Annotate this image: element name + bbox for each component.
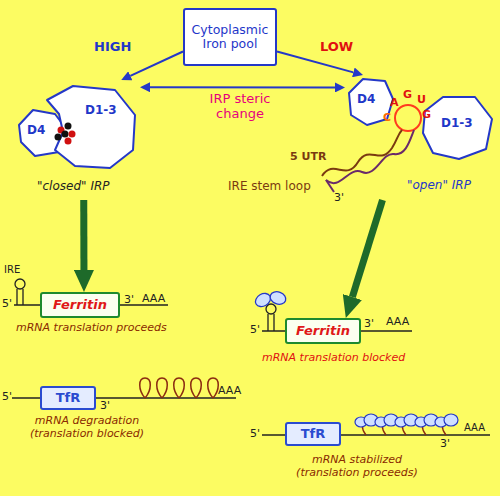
arrow — [130, 52, 183, 76]
protein-domain — [349, 79, 393, 125]
edge-label: HIGH — [94, 40, 131, 55]
ire-stem-strand — [322, 130, 402, 176]
ire-hairpin — [266, 304, 276, 314]
iron-cluster — [62, 131, 69, 138]
nucleotide: G — [422, 109, 431, 122]
node-text: "closed" IRP — [37, 180, 110, 194]
node-text: D1-3 — [441, 117, 473, 131]
double-arrow — [150, 86, 335, 88]
protein-domain — [423, 97, 492, 159]
ire-hairpin — [15, 279, 25, 289]
iron-cluster — [55, 134, 62, 141]
arrow — [277, 52, 353, 73]
bound-irp — [268, 290, 287, 307]
ire-tail — [326, 180, 334, 192]
iron-cluster — [65, 123, 72, 130]
gene-box: TfR — [40, 386, 96, 410]
node-text: D4 — [357, 93, 375, 107]
bound-irp — [444, 414, 458, 426]
closed-irp: D4 D1-3 "closed" IRP — [15, 80, 140, 200]
node-text: D1-3 — [85, 104, 117, 118]
nucleotide: A — [390, 97, 399, 110]
gene-box: Ferritin — [285, 318, 361, 344]
iron-cluster — [69, 131, 76, 138]
poly-a-tail: AAA — [142, 293, 165, 306]
ire-hairpin — [191, 378, 202, 398]
node-text: "open" IRP — [407, 179, 471, 193]
edge-label: IRP steric change — [185, 92, 295, 122]
gene-box: TfR — [285, 422, 341, 446]
strand-end: 5' — [250, 428, 260, 441]
node-text: Ferritin — [296, 324, 350, 339]
strand-end: 3' — [364, 318, 374, 331]
part-name: IRE stem loop — [228, 180, 311, 194]
strand-end: 5' — [2, 391, 12, 404]
block-arrow — [352, 200, 382, 297]
ire-hairpin — [17, 289, 23, 305]
strand-end: 5' — [250, 324, 260, 337]
ire-hairpin — [140, 378, 151, 398]
ire-loop — [395, 105, 421, 131]
node-text: TfR — [301, 427, 326, 442]
bound-irp — [253, 291, 273, 309]
node-text: Ferritin — [53, 298, 107, 313]
strand-end: 5 UTR — [290, 151, 326, 164]
caption-note: mRNA stabilized (translation proceeds) — [282, 454, 432, 479]
ire-stem-strand — [326, 130, 414, 183]
pool-box: Cytoplasmic Iron pool — [183, 8, 277, 66]
strand-end: 3' — [124, 294, 134, 307]
poly-a-tail: AAA — [218, 385, 241, 398]
ire-hairpin — [268, 314, 274, 331]
iron-cluster — [65, 138, 72, 145]
node-text: D4 — [27, 124, 45, 138]
strand-end: 3' — [440, 438, 450, 451]
strand-end: 3' — [334, 192, 344, 205]
strand-end: 5' — [2, 298, 12, 311]
nucleotide: U — [417, 94, 426, 107]
protein-domain — [47, 86, 135, 168]
caption-note: mRNA translation blocked — [262, 352, 462, 365]
part-name: IRE — [4, 264, 20, 276]
block-arrow — [80, 200, 87, 270]
poly-a-tail: AAA — [386, 316, 409, 329]
node-text: Cytoplasmic Iron pool — [187, 23, 273, 52]
nucleotide: C — [383, 112, 391, 125]
ire-hairpin — [174, 378, 185, 398]
gene-box: Ferritin — [40, 292, 120, 318]
poly-a-tail: AAA — [464, 422, 485, 434]
connectors — [84, 52, 383, 297]
ire-hairpin — [208, 378, 219, 398]
edge-label: LOW — [320, 40, 353, 55]
caption-note: mRNA translation proceeds — [16, 322, 186, 335]
nucleotide: G — [403, 89, 412, 102]
caption-note: mRNA degradation (translation blocked) — [22, 415, 152, 440]
strand-end: 3' — [100, 400, 110, 413]
ire-hairpin — [157, 378, 168, 398]
node-text: TfR — [56, 391, 81, 406]
